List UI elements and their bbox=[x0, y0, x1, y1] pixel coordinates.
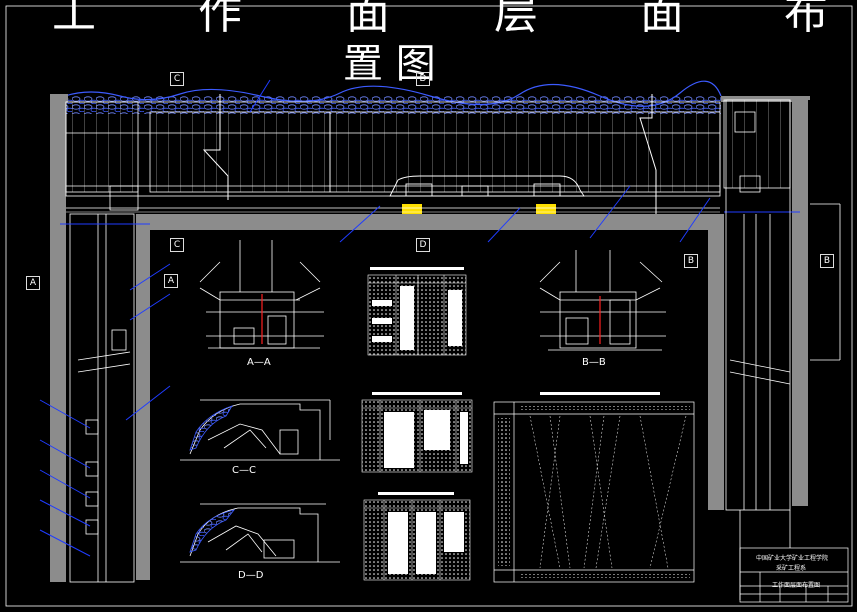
section-caption-aa: A—A bbox=[247, 357, 271, 368]
titleblock-subject: 采矿工程系 bbox=[776, 565, 807, 572]
table-2-cells bbox=[384, 410, 468, 468]
section-bb bbox=[539, 250, 666, 351]
left-leader-lines bbox=[39, 79, 800, 557]
table-1-caption-line bbox=[370, 267, 464, 270]
section-caption-dd: D—D bbox=[238, 570, 264, 581]
section-marker-c-bottom: C bbox=[170, 238, 184, 252]
table-2-caption-line bbox=[372, 392, 462, 395]
title-block bbox=[739, 547, 849, 603]
section-marker-a-left: A bbox=[26, 276, 40, 290]
section-caption-cc: C—C bbox=[232, 465, 256, 476]
table-1-cells bbox=[372, 286, 462, 350]
gob-zone bbox=[65, 96, 721, 114]
shearer bbox=[389, 175, 585, 197]
section-marker-b-inner: B bbox=[684, 254, 698, 268]
left-gateway bbox=[69, 185, 139, 583]
cycle-chart-lines bbox=[529, 415, 687, 569]
table-2 bbox=[361, 399, 473, 473]
section-caption-bb: B—B bbox=[582, 357, 606, 368]
section-dd-coal bbox=[189, 509, 236, 553]
cycle-chart-ticks bbox=[498, 406, 690, 578]
table-3-caption-line bbox=[378, 492, 454, 495]
shield-row bbox=[65, 99, 791, 197]
break-lines bbox=[202, 94, 657, 214]
titleblock-school: 中国矿业大学矿业工程学院 bbox=[756, 555, 829, 562]
titleblock-drawing: 工作面层面布置图 bbox=[772, 582, 821, 589]
outer-frame bbox=[5, 5, 853, 607]
table-3-cells bbox=[388, 512, 464, 574]
section-aa bbox=[199, 240, 324, 349]
section-cc-coal bbox=[189, 405, 233, 451]
roadway-walls bbox=[50, 94, 810, 582]
title-line-2: 置 图 bbox=[343, 41, 436, 87]
section-marker-b-right: B bbox=[820, 254, 834, 268]
cycle-chart-caption-line bbox=[540, 392, 660, 395]
section-marker-c-top: C bbox=[170, 72, 184, 86]
section-marker-d-bottom: D bbox=[416, 238, 430, 252]
section-marker-a-inner: A bbox=[164, 274, 178, 288]
cycle-chart bbox=[493, 401, 695, 583]
section-marker-d-top: D bbox=[416, 72, 430, 86]
gob-edge bbox=[64, 80, 722, 107]
shearer-drums bbox=[402, 204, 556, 214]
